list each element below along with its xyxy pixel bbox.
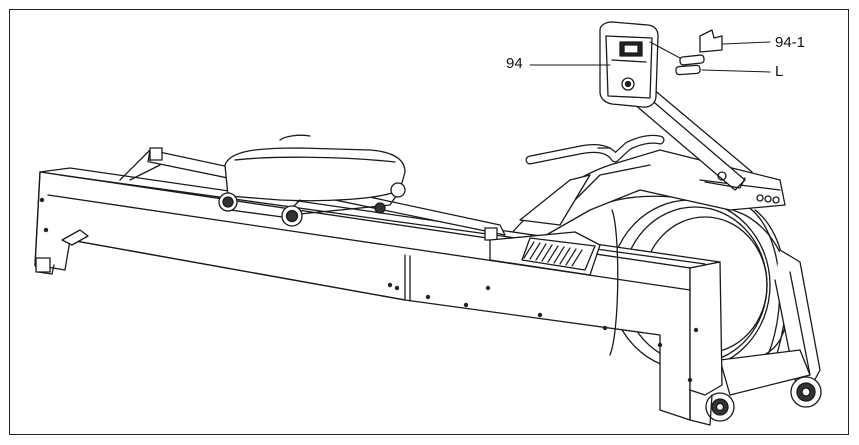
callout-label-l: L [775,63,784,80]
rear-wheel-right [790,376,822,408]
callout-label-94: 94 [506,55,523,72]
part-94-1-icon [699,29,723,53]
rail-stop-rear [484,227,498,241]
rail-screws [39,197,699,383]
rear-wheel-left [705,392,735,422]
seat-roller-rear [374,182,406,214]
console-monitor [599,21,659,108]
rail-stop-front [149,147,163,161]
front-fork [519,174,619,356]
seat-roller-right [281,205,303,227]
part-l-pin-icon [675,54,705,76]
rear-stand [719,249,821,396]
callout-leader-lines [529,41,771,73]
seat-roller-left [218,192,238,212]
air-intake-vent [489,231,601,276]
diagram-border [9,9,849,435]
callout-label-94-1: 94-1 [775,34,806,51]
rowing-handle-icon [525,134,665,165]
